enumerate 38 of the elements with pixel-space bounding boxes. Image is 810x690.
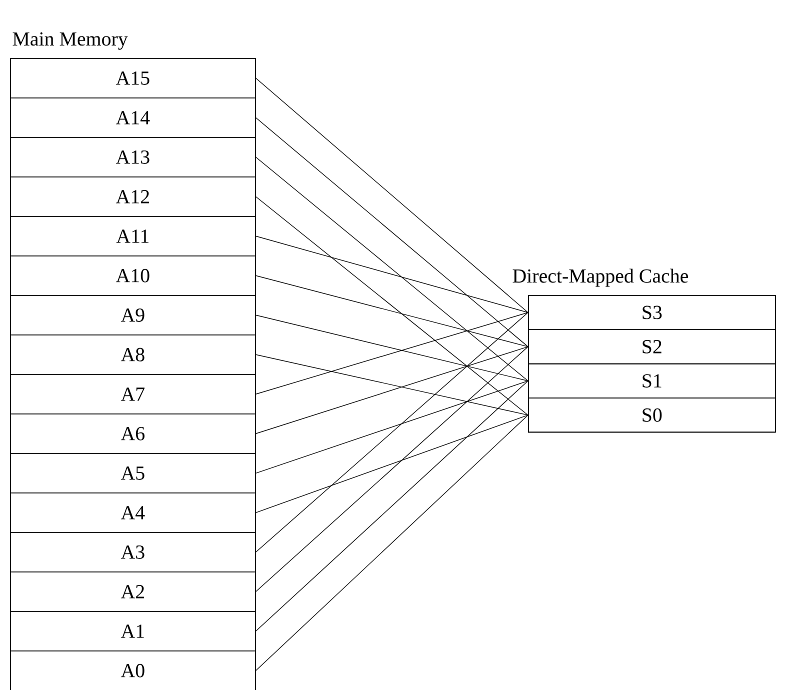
mapping-line xyxy=(255,414,528,513)
mapping-line xyxy=(255,380,528,474)
memory-cell: S3 xyxy=(528,295,776,330)
node-label: Direct-Mapped Cache xyxy=(512,268,688,287)
mapping-line xyxy=(255,312,528,394)
mapping-line xyxy=(255,78,528,313)
mapping-line xyxy=(255,354,528,416)
memory-cell: S1 xyxy=(528,363,776,398)
memory-cell: A14 xyxy=(10,98,256,138)
mapping-line xyxy=(255,380,528,632)
memory-cell: A11 xyxy=(10,216,256,256)
mapping-line xyxy=(255,346,528,434)
mapping-line xyxy=(255,156,528,382)
mapping-line xyxy=(255,196,528,416)
mapping-line xyxy=(255,414,528,671)
memory-cell: A4 xyxy=(10,492,256,533)
mapping-line xyxy=(255,275,528,348)
node-label: Main Memory xyxy=(12,32,128,50)
memory-cell: A6 xyxy=(10,414,256,454)
memory-cell: A10 xyxy=(10,256,256,296)
mapping-line xyxy=(255,236,528,313)
memory-cell: A2 xyxy=(10,572,256,612)
memory-cell: A8 xyxy=(10,334,256,375)
mapping-line xyxy=(255,312,528,552)
mapping-line xyxy=(255,314,528,382)
memory-cell: A5 xyxy=(10,453,256,494)
memory-cell: S2 xyxy=(528,329,776,364)
memory-cell: A0 xyxy=(10,650,256,690)
mapping-line xyxy=(255,346,528,592)
memory-cell: A9 xyxy=(10,295,256,336)
memory-cell: A1 xyxy=(10,611,256,652)
memory-cell: A12 xyxy=(10,176,256,217)
mapping-line xyxy=(255,117,528,348)
memory-cell: A3 xyxy=(10,532,256,572)
memory-cell: S0 xyxy=(528,398,776,433)
memory-cell: A7 xyxy=(10,374,256,414)
memory-cell: A13 xyxy=(10,137,256,178)
memory-cell: A15 xyxy=(10,58,256,98)
